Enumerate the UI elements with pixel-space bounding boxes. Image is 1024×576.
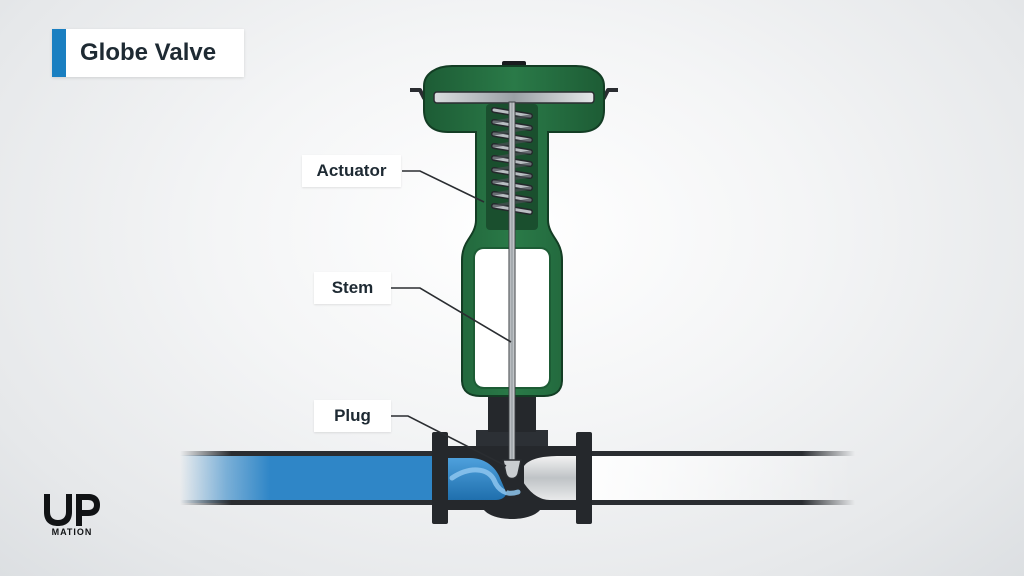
updation-logo-icon: MATION (44, 494, 100, 537)
callout-actuator: Actuator (302, 155, 401, 187)
callout-actuator-text: Actuator (316, 161, 387, 180)
logo-subtext: MATION (52, 527, 93, 537)
valve-outlet-passage (520, 456, 576, 500)
callout-stem: Stem (314, 272, 391, 304)
valve-inlet-passage (448, 458, 507, 500)
callout-stem-text: Stem (331, 278, 374, 297)
outlet-pipe-wall-top (590, 451, 855, 456)
diaphragm-plate (433, 91, 595, 104)
stem-leader-line (391, 287, 512, 343)
title-accent-bar (52, 29, 66, 77)
callout-plug-text: Plug (334, 406, 371, 425)
callout-plug: Plug (314, 400, 391, 432)
leader-lines (391, 170, 512, 467)
valve-stem (508, 101, 516, 465)
inlet-pipe (180, 451, 437, 505)
actuator-leader-line (402, 170, 485, 203)
outlet-pipe-wall-bottom (590, 500, 855, 505)
title-box: Globe Valve (52, 29, 244, 77)
inlet-pipe-wall-top (180, 451, 437, 456)
page-title: Globe Valve (80, 39, 217, 66)
valve-fluid-swirl (449, 467, 521, 496)
inlet-pipe-wall-bottom (180, 500, 437, 505)
valve-plug (502, 459, 522, 480)
outlet-flange (576, 432, 592, 524)
actuator-assembly (410, 61, 618, 480)
plug-leader-line (391, 415, 507, 467)
inlet-pipe-fluid (180, 455, 437, 503)
outlet-pipe-interior (590, 455, 855, 503)
inlet-flange (432, 432, 448, 524)
outlet-pipe (590, 451, 855, 505)
